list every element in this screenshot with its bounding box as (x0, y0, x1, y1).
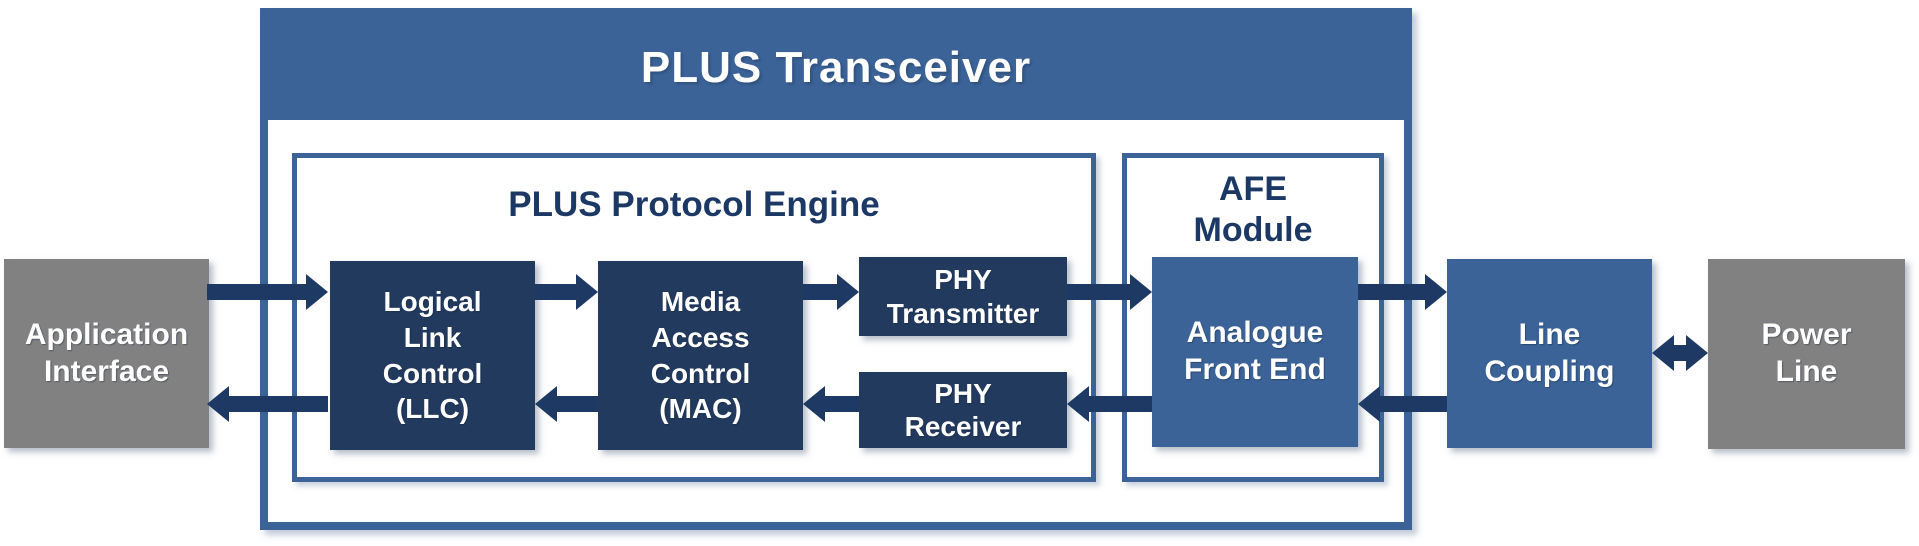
line-coupling-block: Line Coupling (1447, 259, 1652, 448)
arrow-mac-to-llc-head (535, 386, 557, 422)
power-line-block: Power Line (1708, 259, 1905, 449)
transceiver-title: PLUS Transceiver (640, 43, 1032, 92)
llc-label: Logical Link Control (LLC) (382, 285, 483, 425)
arrow-phytx-to-afe-head (1130, 274, 1152, 310)
power-line-label: Power Line (1761, 318, 1852, 388)
arrow-llc-to-mac-shaft (535, 284, 576, 300)
arrow-appif-to-llc-head (306, 274, 328, 310)
mac-block: Media Access Control (MAC) (598, 261, 803, 450)
phy-transmitter-label: PHY Transmitter (886, 264, 1040, 329)
arrow-afe-to-phyrx-shaft (1089, 396, 1152, 412)
arrow-mac-to-llc-shaft (557, 396, 598, 412)
phy-receiver-label: PHY Receiver (904, 377, 1022, 442)
analogue-front-end-block: Analogue Front End (1152, 257, 1358, 447)
phy-transmitter-block: PHY Transmitter (859, 257, 1067, 336)
arrow-mac-to-phytx-head (837, 274, 859, 310)
analogue-front-end-label: Analogue Front End (1184, 316, 1326, 386)
mac-label: Media Access Control (MAC) (650, 285, 751, 425)
arrow-afe-to-linecoupling-shaft (1358, 284, 1425, 300)
arrow-bidir-shaft (1674, 345, 1686, 361)
arrow-phyrx-to-mac-head (803, 386, 825, 422)
line-coupling-label: Line Coupling (1484, 317, 1615, 388)
protocol-engine-title: PLUS Protocol Engine (508, 185, 880, 224)
arrow-llc-to-appif-head (207, 386, 229, 422)
arrow-bidir-left-head (1652, 335, 1674, 371)
arrow-afe-to-phyrx-head (1067, 386, 1089, 422)
arrow-llc-to-appif-shaft (229, 396, 328, 412)
arrow-bidir-right-head (1686, 335, 1708, 371)
llc-block: Logical Link Control (LLC) (330, 261, 535, 450)
application-interface-label: Application Interface (24, 317, 189, 388)
arrow-appif-to-llc-shaft (207, 284, 306, 300)
application-interface-block: Application Interface (4, 259, 209, 448)
arrow-afe-to-linecoupling-head (1425, 274, 1447, 310)
phy-receiver-block: PHY Receiver (859, 372, 1067, 448)
afe-module-title: AFE Module (1193, 170, 1313, 250)
transceiver-header-bar: PLUS Transceiver (268, 16, 1404, 120)
arrow-phyrx-to-mac-shaft (825, 396, 859, 412)
arrow-linecoupling-to-afe-head (1358, 386, 1380, 422)
arrow-linecoupling-to-afe-shaft (1380, 396, 1447, 412)
arrow-llc-to-mac-head (576, 274, 598, 310)
arrow-mac-to-phytx-shaft (803, 284, 837, 300)
arrow-phytx-to-afe-shaft (1067, 284, 1130, 300)
